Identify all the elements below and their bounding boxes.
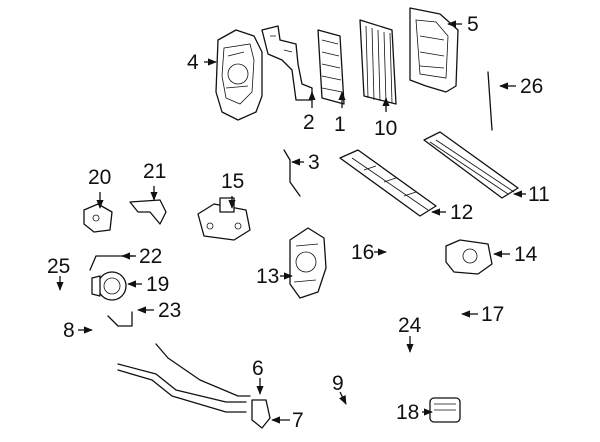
svg-text:1: 1 bbox=[334, 113, 346, 136]
part-7-fitting bbox=[251, 399, 271, 429]
svg-text:23: 23 bbox=[158, 299, 181, 322]
part-15-plate bbox=[197, 197, 251, 241]
callout-4: 4 bbox=[187, 51, 217, 74]
part-9-hose bbox=[345, 403, 373, 423]
callout-25: 25 bbox=[47, 255, 70, 291]
svg-text:16: 16 bbox=[351, 241, 374, 264]
svg-text:13: 13 bbox=[256, 265, 279, 288]
part-19-pump bbox=[91, 271, 127, 301]
svg-text:4: 4 bbox=[187, 51, 199, 74]
part-8-hose bbox=[89, 327, 109, 369]
part-21-clamp bbox=[129, 199, 167, 225]
svg-text:21: 21 bbox=[143, 160, 166, 183]
callout-22: 22 bbox=[121, 245, 162, 268]
svg-text:15: 15 bbox=[221, 170, 244, 193]
svg-text:25: 25 bbox=[47, 255, 70, 278]
part-12-duct bbox=[339, 149, 437, 217]
callout-23: 23 bbox=[137, 299, 181, 322]
svg-text:19: 19 bbox=[146, 273, 169, 296]
svg-text:24: 24 bbox=[398, 314, 422, 337]
svg-text:10: 10 bbox=[374, 117, 397, 140]
svg-text:3: 3 bbox=[308, 151, 320, 174]
callout-17: 17 bbox=[461, 303, 504, 326]
part-13-housing bbox=[289, 227, 327, 299]
callout-3: 3 bbox=[291, 151, 320, 174]
part-23-hose bbox=[107, 311, 133, 327]
callout-9: 9 bbox=[332, 372, 347, 405]
svg-text:26: 26 bbox=[520, 75, 543, 98]
callout-13: 13 bbox=[256, 265, 293, 288]
svg-text:2: 2 bbox=[303, 111, 315, 134]
callout-10: 10 bbox=[374, 97, 397, 140]
callout-18: 18 bbox=[396, 401, 433, 424]
callout-8: 8 bbox=[63, 319, 93, 342]
part-14-thermostat bbox=[445, 239, 493, 275]
part-2-bracket bbox=[261, 25, 313, 101]
svg-text:12: 12 bbox=[450, 201, 473, 224]
part-4-shroud bbox=[215, 29, 263, 121]
callout-21: 21 bbox=[143, 160, 166, 201]
svg-text:11: 11 bbox=[528, 183, 550, 206]
callout-11: 11 bbox=[513, 183, 550, 206]
svg-text:9: 9 bbox=[332, 372, 344, 395]
part-11-cooler bbox=[423, 131, 519, 199]
part-25-hose bbox=[57, 281, 87, 315]
part-3-pipe bbox=[283, 149, 301, 197]
svg-text:14: 14 bbox=[514, 243, 538, 266]
part-20-bracket bbox=[83, 203, 113, 233]
part-16-hose bbox=[383, 241, 433, 273]
callout-26: 26 bbox=[499, 75, 543, 98]
callout-6: 6 bbox=[252, 357, 264, 395]
callout-14: 14 bbox=[493, 243, 538, 266]
part-1-condenser bbox=[317, 29, 345, 105]
callout-20: 20 bbox=[88, 166, 111, 209]
callout-15: 15 bbox=[221, 170, 244, 209]
part-18-pump bbox=[429, 397, 461, 423]
svg-text:7: 7 bbox=[292, 409, 304, 432]
svg-text:20: 20 bbox=[88, 166, 111, 189]
part-24-hose bbox=[369, 353, 407, 371]
svg-text:5: 5 bbox=[467, 13, 479, 36]
svg-text:8: 8 bbox=[63, 319, 75, 342]
callout-24: 24 bbox=[398, 314, 422, 353]
svg-text:18: 18 bbox=[396, 401, 419, 424]
callout-5: 5 bbox=[447, 13, 479, 36]
part-6-pipes bbox=[117, 343, 251, 413]
callout-2: 2 bbox=[303, 91, 316, 134]
part-26-hose bbox=[442, 44, 496, 131]
part-17-hose bbox=[437, 281, 461, 383]
part-22-line bbox=[89, 255, 135, 271]
part-5-support bbox=[409, 7, 459, 93]
callout-12: 12 bbox=[431, 201, 473, 224]
part-10-radiator bbox=[359, 19, 397, 105]
callouts: 4 2 1 10 5 26 3 11 bbox=[47, 13, 550, 432]
svg-text:6: 6 bbox=[252, 357, 264, 380]
callout-19: 19 bbox=[127, 273, 169, 296]
callout-1: 1 bbox=[334, 91, 346, 136]
svg-text:17: 17 bbox=[481, 303, 504, 326]
callout-7: 7 bbox=[271, 409, 304, 432]
callout-16: 16 bbox=[351, 241, 387, 264]
svg-text:22: 22 bbox=[139, 245, 162, 268]
